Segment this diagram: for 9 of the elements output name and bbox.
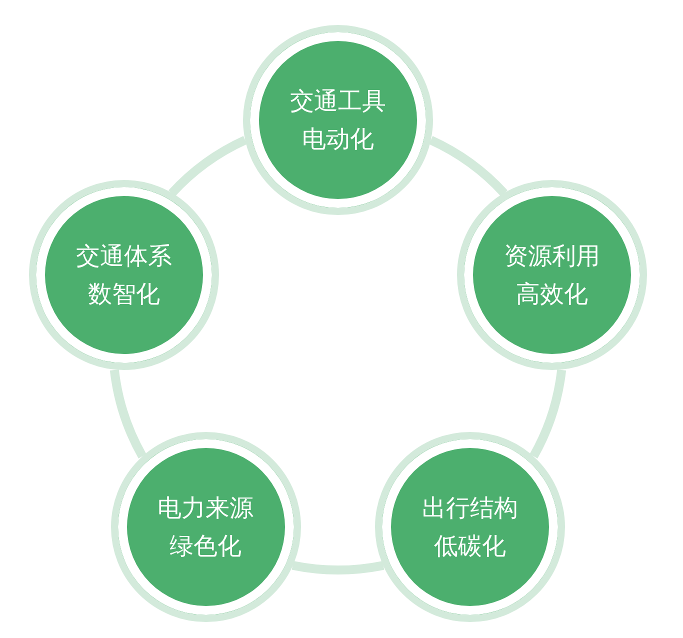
node-label: 交通体系数智化 <box>74 241 173 310</box>
node-label: 交通工具电动化 <box>288 86 387 155</box>
node-label: 出行结构低碳化 <box>421 492 520 562</box>
ring-connector <box>530 369 566 458</box>
ring-connector <box>292 560 384 574</box>
node-label: 资源利用高效化 <box>502 241 601 310</box>
ring-connector <box>110 369 146 458</box>
ring-connector <box>428 136 508 197</box>
node-label: 电力来源绿色化 <box>156 492 255 562</box>
